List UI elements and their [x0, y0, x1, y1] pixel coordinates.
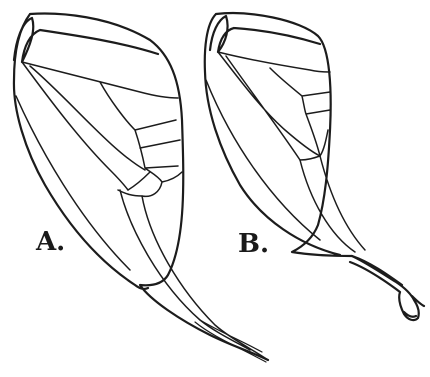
- wing-b-stalk: [350, 256, 424, 320]
- wing-a: A.: [14, 14, 268, 362]
- wing-a-costa: [14, 18, 158, 62]
- wing-a-tail: [195, 320, 266, 362]
- wing-b-costa: [210, 16, 320, 52]
- wing-b-outline: [205, 13, 402, 285]
- wing-b: B.: [205, 13, 424, 320]
- wing-b-cells: [270, 68, 330, 160]
- wing-a-diagonal: [30, 66, 145, 170]
- wing-a-outline: [14, 14, 268, 360]
- label-a: A.: [35, 227, 65, 257]
- label-b: B.: [238, 229, 269, 259]
